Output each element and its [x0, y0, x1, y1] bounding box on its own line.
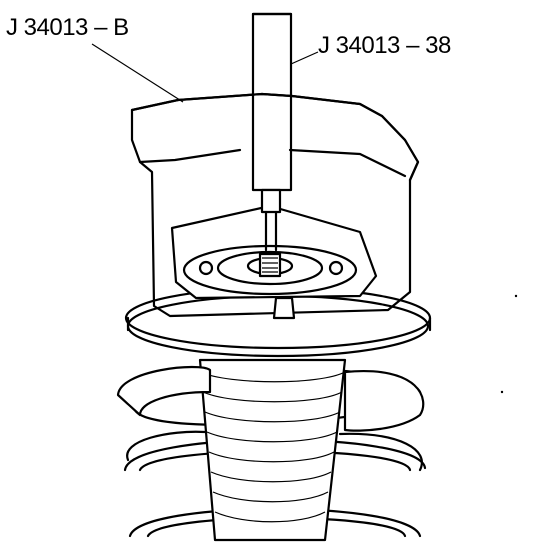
speck [514, 294, 518, 298]
callout-tool-b-compressor: J 34013 – B [6, 14, 129, 41]
leader-line-tool-b [290, 51, 319, 65]
dust-boot [198, 358, 347, 542]
coil-spring-front [116, 365, 425, 472]
callout-tool-38-shaft: J 34013 – 38 [318, 32, 451, 59]
strut-top-mount [182, 244, 358, 320]
leader-line-tool-a [91, 43, 184, 103]
speck [500, 390, 504, 394]
tool-shaft [251, 12, 293, 252]
